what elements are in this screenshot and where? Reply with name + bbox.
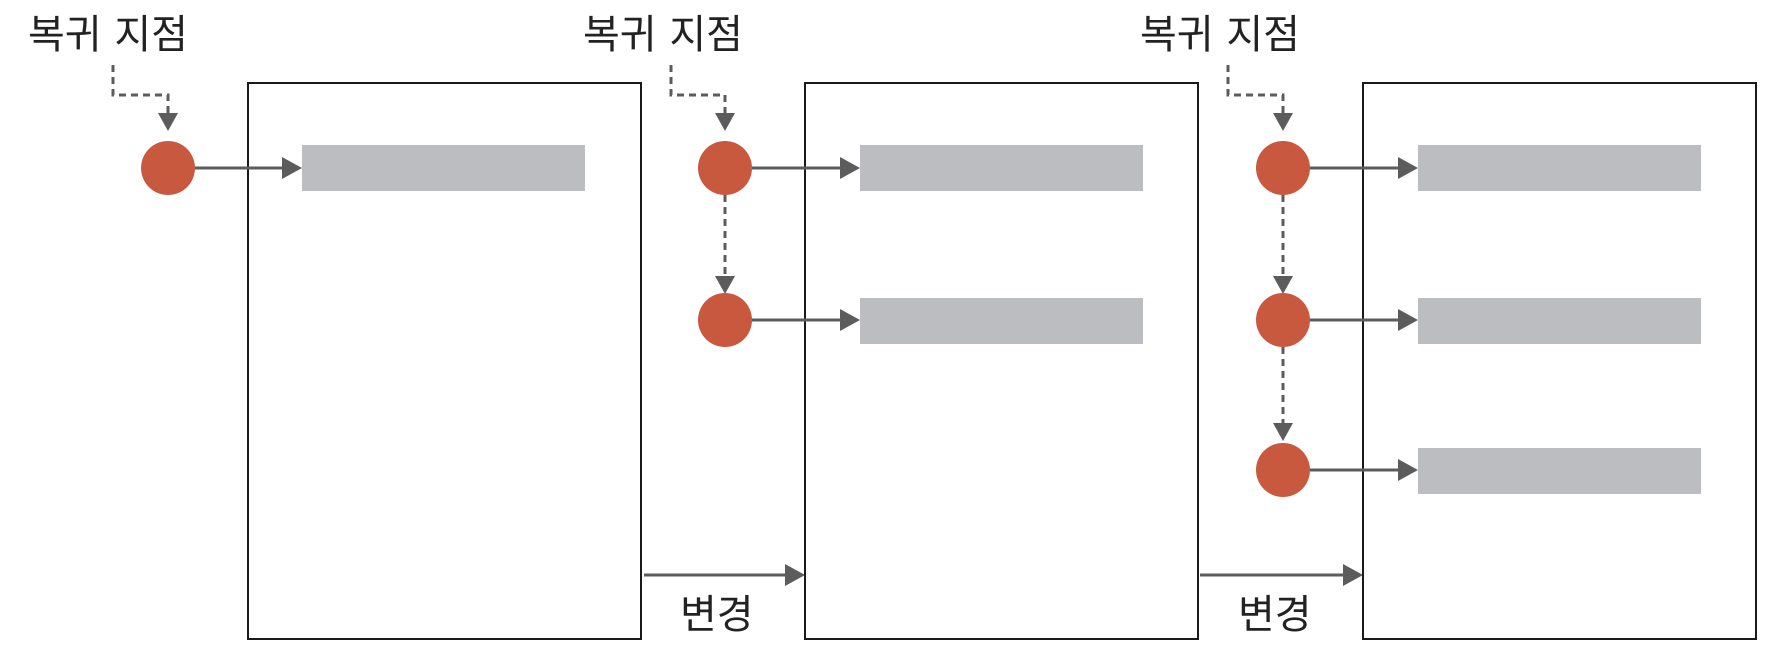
restore-point-label-3: 복귀 지점 <box>1140 12 1300 58</box>
content-block-2-1 <box>860 145 1143 191</box>
content-block-3-2 <box>1418 298 1701 344</box>
stage-2: 복귀 지점 <box>583 12 1199 640</box>
label-pointer-head-1 <box>158 113 178 131</box>
link-arrow-head-1-1 <box>282 157 302 179</box>
content-block-3-3 <box>1418 448 1701 494</box>
change-label-2: 변경 <box>1238 592 1312 638</box>
restore-point-node-3-2 <box>1256 293 1310 347</box>
change-arrow-head-1 <box>785 564 805 586</box>
restore-point-node-1-1 <box>141 141 195 195</box>
stage-3: 복귀 지점 <box>1140 12 1757 640</box>
restore-point-node-2-1 <box>698 141 752 195</box>
content-block-3-1 <box>1418 145 1701 191</box>
chain-arrow-head-3-1 <box>1273 276 1293 294</box>
label-pointer-head-2 <box>715 113 735 131</box>
label-pointer-3 <box>1226 65 1285 113</box>
restore-point-node-3-3 <box>1256 443 1310 497</box>
link-arrow-head-3-1 <box>1398 157 1418 179</box>
restore-point-label-2: 복귀 지점 <box>583 12 743 58</box>
change-arrow-head-2 <box>1343 564 1363 586</box>
change-transition-2: 변경 <box>1200 564 1363 638</box>
label-pointer-1 <box>111 65 170 113</box>
chain-arrow-head-2-1 <box>715 276 735 294</box>
link-arrow-head-3-3 <box>1398 459 1418 481</box>
restore-point-node-3-1 <box>1256 141 1310 195</box>
change-transition-1: 변경 <box>644 564 805 638</box>
content-block-1-1 <box>302 145 585 191</box>
content-block-2-2 <box>860 298 1143 344</box>
link-arrow-head-3-2 <box>1398 309 1418 331</box>
stage-1: 복귀 지점 <box>28 12 642 640</box>
restore-point-label-1: 복귀 지점 <box>28 12 188 58</box>
label-pointer-2 <box>669 65 727 113</box>
link-arrow-head-2-1 <box>840 157 860 179</box>
chain-arrow-head-3-2 <box>1273 423 1293 441</box>
label-pointer-head-3 <box>1273 113 1293 131</box>
restore-point-node-2-2 <box>698 293 752 347</box>
link-arrow-head-2-2 <box>840 309 860 331</box>
change-label-1: 변경 <box>680 592 754 638</box>
